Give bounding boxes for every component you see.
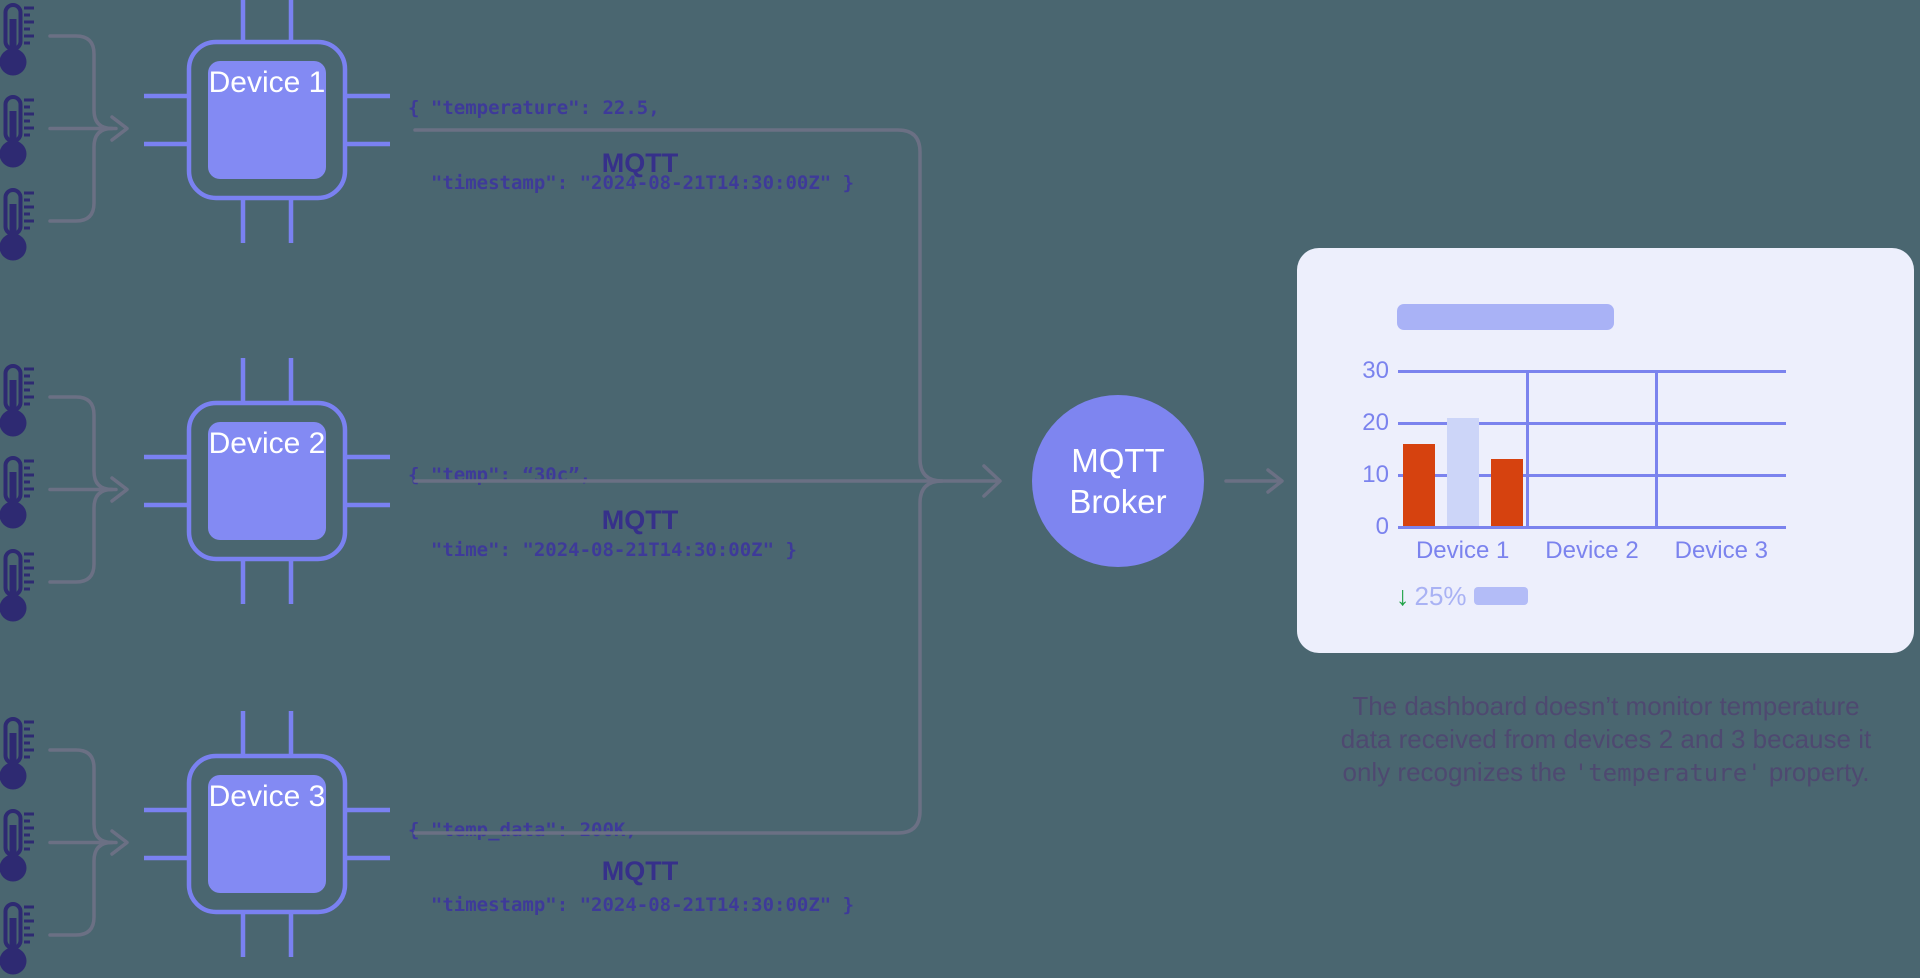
- thermometer-icon: [0, 809, 34, 882]
- protocol-label: MQTT: [601, 148, 679, 178]
- broker-to-dashboard-arrow: [1224, 468, 1284, 494]
- y-axis-tick-label: 10: [1362, 461, 1389, 488]
- chart-gridline: [1398, 473, 1786, 477]
- sensors-to-device-connector: [48, 748, 129, 937]
- caption-line: only recognizes the 'temperature' proper…: [1286, 756, 1920, 790]
- caption-text: only recognizes the: [1342, 757, 1574, 787]
- chart-baseline: [1398, 525, 1786, 529]
- mqtt-broker-node: MQTT Broker: [1032, 395, 1204, 567]
- device-label: Device 3: [208, 779, 326, 813]
- device-label: Device 1: [208, 65, 326, 99]
- payload-line: "timestamp": "2024-08-21T14:30:00Z" }: [408, 894, 855, 916]
- thermometer-icon: [0, 364, 34, 437]
- thermometer-icon: [0, 456, 34, 529]
- device-chip-icon: [144, 0, 390, 243]
- caption: The dashboard doesn’t monitor temperatur…: [1286, 690, 1920, 790]
- broker-label-line: Broker: [1069, 483, 1167, 520]
- sensors-to-device-connector: [48, 34, 129, 223]
- y-axis-tick-label: 20: [1362, 409, 1389, 436]
- thermometer-icon: [0, 188, 34, 261]
- chart-bar: [1490, 459, 1523, 527]
- caption-line: The dashboard doesn’t monitor temperatur…: [1352, 691, 1860, 721]
- payload-json: { "temperature": 22.5, "timestamp": "202…: [408, 46, 854, 221]
- x-axis-category-label: Device 3: [1674, 537, 1768, 564]
- broker-label-line: MQTT: [1071, 442, 1165, 479]
- trend-down-arrow-icon: ↓: [1396, 580, 1410, 611]
- device-label: Device 2: [208, 426, 326, 460]
- device-chip-icon: [144, 358, 390, 604]
- sensors-to-device-connector: [48, 395, 129, 584]
- y-axis-tick-label: 0: [1375, 513, 1389, 540]
- thermometer-icon: [0, 549, 34, 622]
- trend-label-placeholder: [1473, 587, 1528, 605]
- protocol-label: MQTT: [601, 856, 679, 886]
- chart-gridline-vertical: [1655, 371, 1659, 527]
- caption-line: data received from devices 2 and 3 becau…: [1340, 724, 1872, 754]
- trend-value: 25%: [1414, 580, 1467, 611]
- devices-to-broker-connector: [413, 128, 1002, 835]
- chart-title-placeholder: [1397, 304, 1614, 330]
- y-axis-tick-label: 30: [1362, 357, 1389, 384]
- device-chip-icon: [144, 711, 390, 957]
- payload-line: "timestamp": "2024-08-21T14:30:00Z" }: [408, 172, 855, 194]
- chart-bar: [1402, 443, 1435, 527]
- thermometer-icon: [0, 3, 34, 76]
- caption-text: property.: [1761, 757, 1870, 787]
- payload-line: { "temp_data": 200K,: [408, 819, 637, 841]
- payload-line: "time": "2024-08-21T14:30:00Z" }: [408, 539, 797, 561]
- chart-bar: [1446, 417, 1479, 527]
- payload-json: { "temp_data": 200K, "timestamp": "2024-…: [408, 768, 854, 943]
- thermometer-icon: [0, 95, 34, 168]
- x-axis-category-label: Device 2: [1545, 537, 1639, 564]
- trend-indicator: ↓ 25%: [1396, 581, 1528, 611]
- x-axis-category-label: Device 1: [1415, 537, 1510, 564]
- caption-code: 'temperature': [1573, 759, 1762, 787]
- payload-line: { "temperature": 22.5,: [408, 97, 660, 119]
- protocol-label: MQTT: [601, 505, 679, 535]
- chart-gridline: [1398, 369, 1786, 373]
- chart-gridline: [1398, 421, 1786, 425]
- chart-gridline-vertical: [1525, 371, 1529, 527]
- thermometer-icon: [0, 902, 34, 975]
- thermometer-icon: [0, 717, 34, 790]
